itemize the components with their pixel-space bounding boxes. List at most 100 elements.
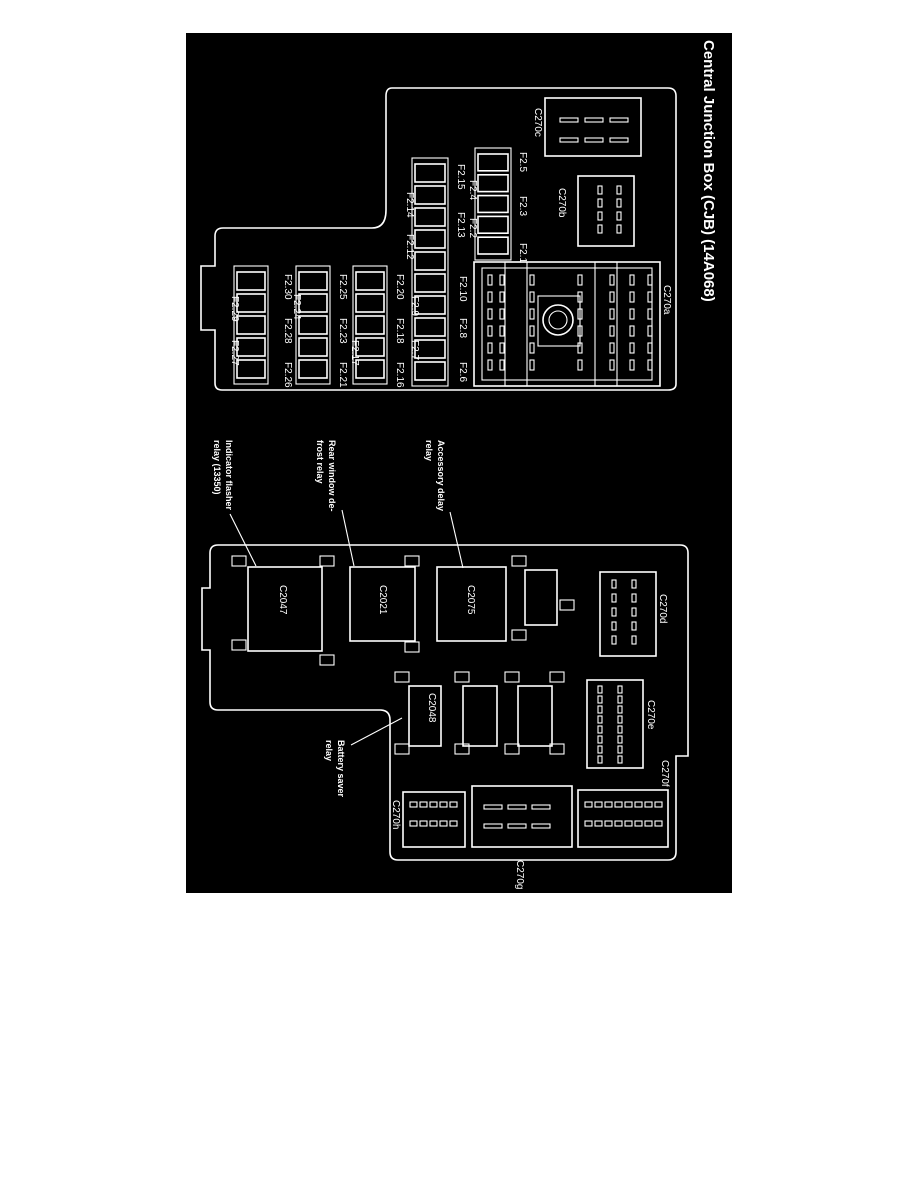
fuse-label-f2-1: F2.1	[517, 243, 528, 263]
pin	[499, 342, 505, 354]
callout-indicator-line2: relay (13350)	[212, 440, 222, 495]
connector-c270a-latch	[594, 261, 618, 387]
pin	[617, 715, 623, 724]
fuse	[477, 194, 509, 214]
callout-rear-window-line1: Rear window de-	[327, 440, 337, 512]
pin	[647, 291, 653, 303]
fuse-label-f2-8: F2.8	[457, 318, 468, 338]
relay-c2075	[436, 566, 507, 642]
connector-c270d-outline	[599, 571, 657, 657]
relay-c2048	[408, 685, 442, 747]
label-c270b: C270b	[556, 188, 567, 218]
pin	[614, 820, 623, 827]
relay-c2047	[247, 566, 323, 652]
fuse-label-f2-17: F2.17	[349, 340, 360, 366]
pin	[584, 117, 604, 123]
fuse-label-f2-20: F2.20	[394, 274, 405, 300]
fuse	[355, 337, 385, 357]
relay-terminal	[394, 743, 410, 755]
pin	[654, 820, 663, 827]
pin	[629, 325, 635, 337]
pin	[611, 635, 617, 645]
fuse-label-f2-14: F2.14	[404, 192, 415, 218]
pin	[449, 801, 458, 808]
fuse-block	[474, 147, 512, 261]
fuse	[236, 359, 266, 379]
pin	[559, 137, 579, 143]
fuse	[355, 293, 385, 313]
fuse-label-f2-4: F2.4	[467, 180, 478, 200]
pin	[597, 224, 603, 234]
connector-c270f-outline	[577, 789, 669, 848]
fuse-label-f2-13: F2.13	[455, 212, 466, 238]
pin	[631, 593, 637, 603]
pin	[616, 211, 622, 221]
pin	[487, 359, 493, 371]
fuse	[236, 315, 266, 335]
pin	[597, 705, 603, 714]
pin	[609, 359, 615, 371]
pin	[409, 801, 418, 808]
pin	[499, 291, 505, 303]
pin	[419, 801, 428, 808]
connector-c270a-inner	[481, 267, 653, 381]
pin	[409, 820, 418, 827]
diagram-background	[186, 33, 732, 893]
fuse-label-f2-9: F2.9	[409, 296, 420, 316]
bolt-circle	[542, 304, 574, 336]
pin	[429, 820, 438, 827]
fuse	[414, 361, 446, 381]
fuse-label-f2-10: F2.10	[457, 276, 468, 302]
relay-terminal	[559, 599, 575, 611]
callout-battery-line2: relay	[324, 740, 334, 761]
fuse	[477, 174, 509, 193]
arrow-accessory	[449, 511, 464, 569]
pin	[631, 607, 637, 617]
fuse	[414, 317, 446, 337]
pin	[529, 308, 535, 320]
pin	[604, 820, 613, 827]
pin	[594, 801, 603, 808]
arrow-battery	[350, 717, 403, 746]
pin	[647, 274, 653, 286]
connector-c270a-center	[537, 295, 581, 347]
relay-terminal	[549, 743, 565, 755]
fuse	[236, 337, 266, 357]
pin	[594, 820, 603, 827]
pin	[609, 137, 629, 143]
fuse	[355, 315, 385, 335]
relay-c2021	[349, 566, 416, 642]
pin	[584, 801, 593, 808]
relay-terminal	[504, 743, 520, 755]
fuse	[298, 359, 328, 379]
fuse-block	[352, 265, 388, 385]
pin	[604, 801, 613, 808]
fuse	[298, 337, 328, 357]
fuse	[355, 359, 385, 379]
pin	[597, 755, 603, 764]
pin	[529, 342, 535, 354]
callout-accessory-line1: Accessory delay	[436, 440, 446, 511]
arrow-rear-window	[341, 509, 355, 567]
pin	[631, 621, 637, 631]
pin	[634, 820, 643, 827]
pin	[617, 695, 623, 704]
pin	[529, 325, 535, 337]
pin	[617, 685, 623, 694]
pin	[624, 820, 633, 827]
label-c2048: C2048	[426, 693, 437, 723]
pin	[597, 185, 603, 195]
pin	[614, 801, 623, 808]
pin	[529, 274, 535, 286]
pin	[629, 359, 635, 371]
pin	[449, 820, 458, 827]
relay-terminal	[404, 641, 420, 653]
fuse	[414, 273, 446, 293]
pin	[577, 274, 583, 286]
pin	[439, 801, 448, 808]
pin	[631, 579, 637, 589]
relay-unlabeled	[462, 685, 498, 747]
pin	[507, 823, 527, 829]
fuse-label-f2-5: F2.5	[517, 152, 528, 172]
